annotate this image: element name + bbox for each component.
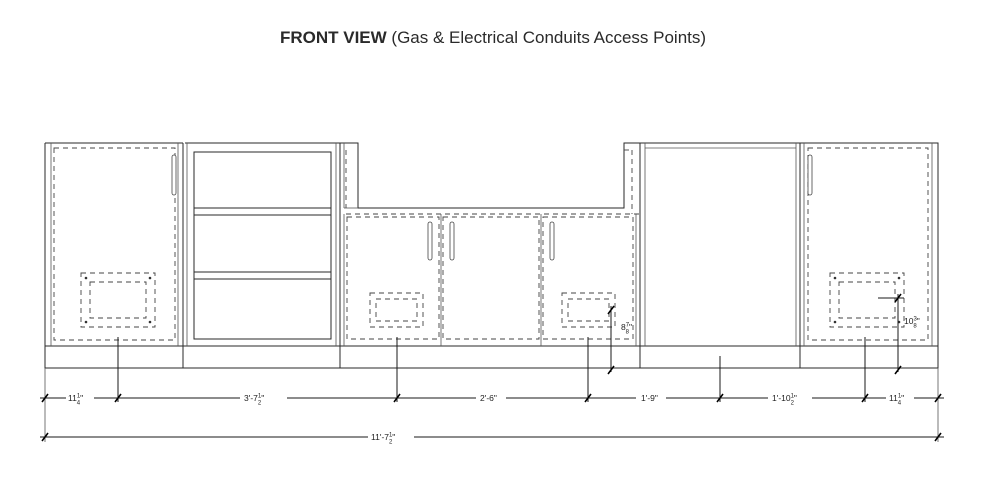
middle-access-panel-2 [561, 292, 616, 328]
dim-label-seg3: 2'-6" [480, 393, 497, 403]
middle-access-panel-1 [369, 292, 424, 328]
title-subtitle: (Gas & Electrical Conduits Access Points… [386, 28, 707, 47]
dimension-row [40, 393, 944, 403]
right-access-panel [829, 272, 905, 328]
drawing-title: FRONT VIEW (Gas & Electrical Conduits Ac… [0, 28, 986, 48]
middle-door-handle-2 [449, 221, 455, 261]
total-dimension-line [40, 432, 944, 442]
left-access-panel [80, 272, 156, 328]
extension-lines [44, 294, 939, 442]
dim-label-seg4: 1'-9" [641, 393, 658, 403]
right-cabinet [800, 142, 929, 346]
middle-door-handle-1 [427, 221, 433, 261]
title-bold: FRONT VIEW [279, 28, 387, 47]
middle-door-handle-3 [549, 221, 555, 261]
height-ticks [607, 293, 902, 375]
right-door-handle [807, 154, 813, 196]
appliance-opening [640, 142, 801, 368]
middle-cabinet [340, 142, 641, 368]
left-door-handle [171, 154, 177, 196]
left-cabinet [53, 143, 184, 368]
drawer-cabinet [185, 142, 341, 368]
